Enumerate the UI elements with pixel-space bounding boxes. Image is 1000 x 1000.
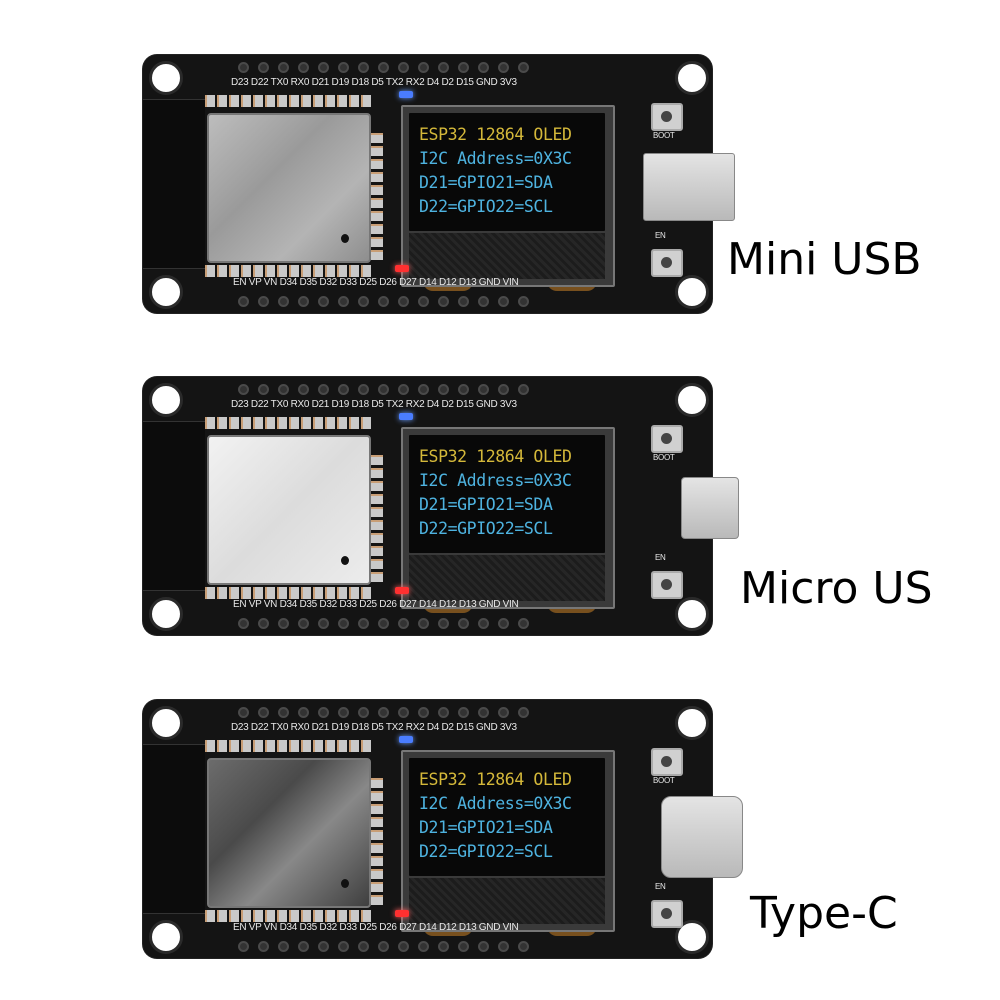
oled-line-3: D21=GPIO21=SDA (419, 173, 553, 192)
en-label: EN (655, 231, 666, 240)
red-power-led (395, 910, 409, 917)
oled-display: ESP32 12864 OLED I2C Address=0X3C D21=GP… (401, 427, 615, 609)
esp32-module-shield (207, 113, 371, 263)
module-pads-side (371, 778, 383, 905)
variant-label-type-c: Type-C (750, 888, 898, 939)
esp32-board-type-c: D23 D22 TX0 RX0 D21 D19 D18 D5 TX2 RX2 D… (143, 700, 743, 958)
antenna-area (143, 744, 205, 914)
bottom-header-pins (233, 613, 533, 633)
boot-label: BOOT (653, 131, 675, 140)
oled-screen: ESP32 12864 OLED I2C Address=0X3C D21=GP… (409, 113, 605, 231)
bottom-header-pins (233, 936, 533, 956)
boot-button (651, 748, 683, 776)
mounting-hole (149, 275, 183, 309)
module-pads-bottom (205, 265, 371, 277)
oled-line-1: ESP32 12864 OLED (419, 125, 572, 144)
top-header-pins (233, 702, 533, 722)
mounting-hole (149, 706, 183, 740)
mounting-hole (149, 597, 183, 631)
esp32-board-mini-usb: D23 D22 TX0 RX0 D21 D19 D18 D5 TX2 RX2 D… (143, 55, 735, 313)
oled-line-1: ESP32 12864 OLED (419, 770, 572, 789)
bottom-pin-labels: EN VP VN D34 D35 D32 D33 D25 D26 D27 D14… (233, 277, 519, 288)
module-pads-side (371, 133, 383, 260)
bottom-header-pins (233, 291, 533, 311)
mounting-hole (149, 61, 183, 95)
top-header-pins (233, 57, 533, 77)
variant-label-mini-usb: Mini USB (727, 234, 922, 285)
top-pin-labels: D23 D22 TX0 RX0 D21 D19 D18 D5 TX2 RX2 D… (231, 722, 517, 733)
boot-button (651, 103, 683, 131)
mounting-hole (675, 275, 709, 309)
module-pads-top (205, 740, 371, 752)
oled-display: ESP32 12864 OLED I2C Address=0X3C D21=GP… (401, 105, 615, 287)
oled-glass-edge (409, 878, 605, 924)
blue-led (399, 91, 413, 98)
esp32-module-shield (207, 435, 371, 585)
module-pads-bottom (205, 587, 371, 599)
mounting-hole (149, 920, 183, 954)
usb-type-c-connector (661, 796, 743, 878)
oled-line-2: I2C Address=0X3C (419, 149, 572, 168)
top-pin-labels: D23 D22 TX0 RX0 D21 D19 D18 D5 TX2 RX2 D… (231, 77, 517, 88)
oled-line-4: D22=GPIO22=SCL (419, 197, 553, 216)
top-pin-labels: D23 D22 TX0 RX0 D21 D19 D18 D5 TX2 RX2 D… (231, 399, 517, 410)
micro-usb-connector (681, 477, 739, 539)
en-label: EN (655, 882, 666, 891)
en-label: EN (655, 553, 666, 562)
oled-line-3: D21=GPIO21=SDA (419, 818, 553, 837)
mounting-hole (675, 61, 709, 95)
esp32-board-micro-usb: D23 D22 TX0 RX0 D21 D19 D18 D5 TX2 RX2 D… (143, 377, 739, 635)
blue-led (399, 413, 413, 420)
antenna-area (143, 99, 205, 269)
oled-line-3: D21=GPIO21=SDA (419, 495, 553, 514)
red-power-led (395, 265, 409, 272)
bottom-pin-labels: EN VP VN D34 D35 D32 D33 D25 D26 D27 D14… (233, 922, 519, 933)
oled-line-2: I2C Address=0X3C (419, 794, 572, 813)
module-pads-top (205, 95, 371, 107)
boot-label: BOOT (653, 776, 675, 785)
variant-label-micro-usb: Micro US (740, 563, 933, 614)
module-pads-top (205, 417, 371, 429)
oled-line-2: I2C Address=0X3C (419, 471, 572, 490)
en-button (651, 249, 683, 277)
oled-glass-edge (409, 233, 605, 279)
boot-button (651, 425, 683, 453)
mounting-hole (675, 706, 709, 740)
oled-line-4: D22=GPIO22=SCL (419, 842, 553, 861)
esp32-module-shield (207, 758, 371, 908)
top-header-pins (233, 379, 533, 399)
bottom-pin-labels: EN VP VN D34 D35 D32 D33 D25 D26 D27 D14… (233, 599, 519, 610)
oled-display: ESP32 12864 OLED I2C Address=0X3C D21=GP… (401, 750, 615, 932)
oled-glass-edge (409, 555, 605, 601)
oled-screen: ESP32 12864 OLED I2C Address=0X3C D21=GP… (409, 758, 605, 876)
oled-line-1: ESP32 12864 OLED (419, 447, 572, 466)
en-button (651, 571, 683, 599)
mounting-hole (675, 597, 709, 631)
mounting-hole (675, 383, 709, 417)
antenna-area (143, 421, 205, 591)
module-pads-side (371, 455, 383, 582)
red-power-led (395, 587, 409, 594)
oled-screen: ESP32 12864 OLED I2C Address=0X3C D21=GP… (409, 435, 605, 553)
mini-usb-connector (643, 153, 735, 221)
mounting-hole (149, 383, 183, 417)
oled-line-4: D22=GPIO22=SCL (419, 519, 553, 538)
module-pads-bottom (205, 910, 371, 922)
en-button (651, 900, 683, 928)
blue-led (399, 736, 413, 743)
boot-label: BOOT (653, 453, 675, 462)
